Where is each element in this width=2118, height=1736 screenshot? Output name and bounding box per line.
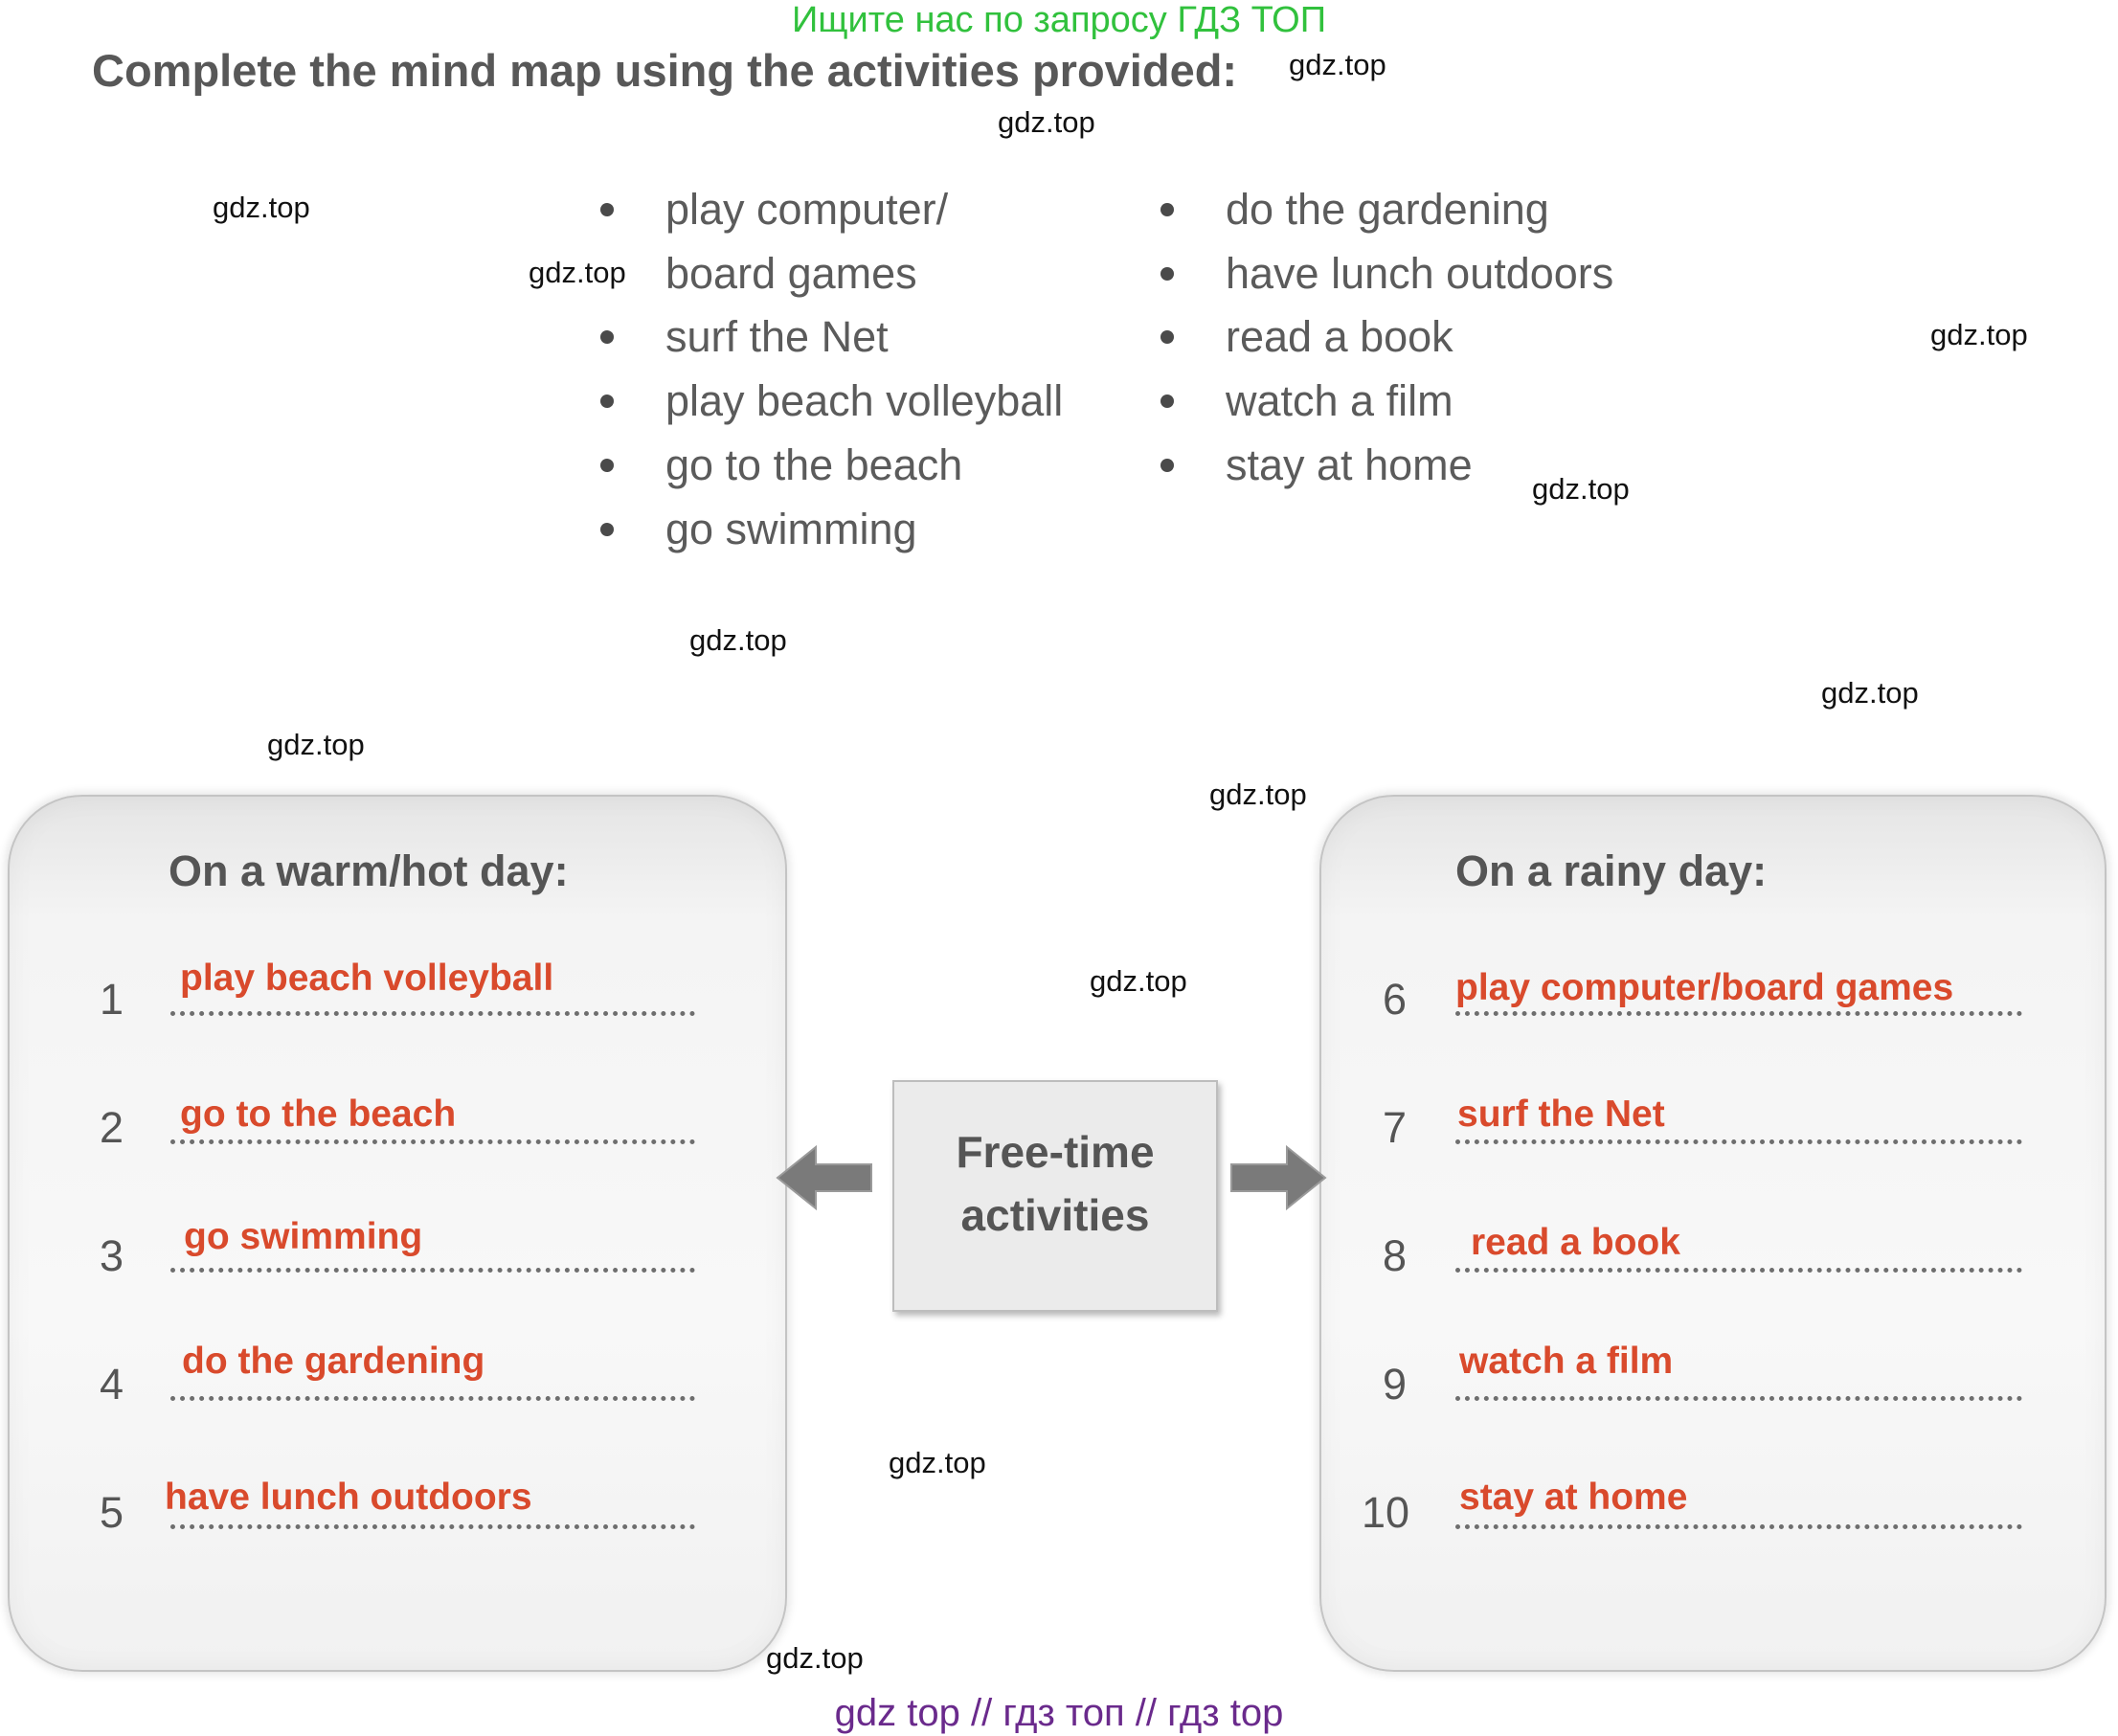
dotted-line <box>170 1268 695 1273</box>
activity-text: watch a film <box>1226 376 1453 426</box>
list-item: read a book <box>1160 305 1613 370</box>
activity-text: stay at home <box>1226 440 1473 489</box>
item-number: 3 <box>100 1231 124 1280</box>
item-number: 10 <box>1362 1488 1410 1537</box>
answer-text: do the gardening <box>182 1341 485 1382</box>
bullet-icon <box>1160 458 1174 472</box>
answer-text: surf the Net <box>1457 1093 1665 1135</box>
dotted-line <box>1455 1524 2022 1529</box>
left-arrow-icon <box>776 1144 872 1211</box>
item-number: 8 <box>1383 1231 1408 1280</box>
item-number: 7 <box>1383 1103 1408 1152</box>
watermark: gdz.top <box>1209 778 1307 811</box>
watermark: gdz.top <box>998 105 1095 139</box>
item-number: 1 <box>100 975 124 1024</box>
watermark: gdz.top <box>889 1446 986 1479</box>
activity-text: board games <box>665 248 917 298</box>
dotted-line <box>170 1524 695 1529</box>
bullet-icon <box>1160 266 1174 281</box>
watermark: gdz.top <box>1289 48 1386 81</box>
activity-text: go to the beach <box>665 440 963 489</box>
watermark: gdz.top <box>1821 676 1919 710</box>
watermark: gdz.top <box>1532 472 1630 506</box>
dotted-line <box>1455 1011 2022 1016</box>
activity-text: play computer/ <box>665 185 949 234</box>
bullet-icon <box>600 330 614 345</box>
activity-text: surf the Net <box>665 312 889 362</box>
watermark: gdz.top <box>213 191 310 224</box>
item-number: 6 <box>1383 975 1408 1024</box>
list-item: surf the Net <box>600 305 1063 370</box>
list-item: board games <box>600 242 1063 306</box>
watermark: gdz.top <box>766 1641 864 1675</box>
answer-text: play beach volleyball <box>180 958 554 999</box>
top-banner: Ищите нас по запросу ГДЗ ТОП <box>791 0 1327 40</box>
activity-text: do the gardening <box>1226 185 1549 234</box>
answer-text: go swimming <box>184 1216 423 1257</box>
bottom-banner: gdz top // гдз топ // гдз top <box>834 1692 1284 1734</box>
list-item: play beach volleyball <box>600 370 1063 434</box>
list-item: stay at home <box>1160 434 1613 498</box>
answer-text: stay at home <box>1459 1477 1688 1518</box>
activity-text: read a book <box>1226 312 1453 362</box>
answer-text: have lunch outdoors <box>165 1477 532 1518</box>
item-number: 5 <box>100 1488 124 1537</box>
dotted-line <box>1455 1268 2022 1273</box>
bullet-icon <box>600 458 614 472</box>
list-item: play computer/ <box>600 178 1063 242</box>
dotted-line <box>170 1139 695 1144</box>
answer-text: read a book <box>1471 1222 1680 1263</box>
item-number: 9 <box>1383 1360 1408 1409</box>
bullet-icon <box>1160 203 1174 216</box>
activity-text: have lunch outdoors <box>1226 248 1614 298</box>
dotted-line <box>1455 1139 2022 1144</box>
answer-text: watch a film <box>1459 1341 1674 1382</box>
item-number: 4 <box>100 1360 124 1409</box>
list-item: go to the beach <box>600 434 1063 498</box>
item-number: 2 <box>100 1103 124 1152</box>
box-title: On a rainy day: <box>1455 846 1768 895</box>
instruction-heading: Complete the mind map using the activiti… <box>92 45 1238 96</box>
bullet-icon <box>1160 330 1174 345</box>
list-item: go swimming <box>600 498 1063 562</box>
activities-list-left: play computer/ board games surf the Net … <box>600 178 1063 561</box>
watermark: gdz.top <box>1930 318 2028 351</box>
watermark: gdz.top <box>529 256 626 289</box>
watermark: gdz.top <box>267 728 365 761</box>
right-arrow-icon <box>1230 1144 1327 1211</box>
list-item: have lunch outdoors <box>1160 242 1613 306</box>
bullet-icon <box>600 522 614 536</box>
answer-text: play computer/board games <box>1455 967 1954 1008</box>
bullet-icon <box>600 203 614 216</box>
list-item: watch a film <box>1160 370 1613 434</box>
activity-text: play beach volleyball <box>665 376 1064 426</box>
bullet-icon <box>1160 395 1174 409</box>
watermark: gdz.top <box>1090 964 1187 998</box>
activities-list-right: do the gardening have lunch outdoors rea… <box>1160 178 1613 498</box>
dotted-line <box>170 1011 695 1016</box>
center-node-label: Free-time activities <box>956 1127 1155 1240</box>
watermark: gdz.top <box>689 623 787 657</box>
box-title: On a warm/hot day: <box>169 846 569 895</box>
activity-text: go swimming <box>665 504 917 553</box>
dotted-line <box>1455 1396 2022 1401</box>
answer-text: go to the beach <box>180 1093 457 1135</box>
dotted-line <box>170 1396 695 1401</box>
list-item: do the gardening <box>1160 178 1613 242</box>
bullet-icon <box>600 395 614 409</box>
center-node-box <box>892 1080 1218 1312</box>
warm-day-box: On a warm/hot day: 1 play beach volleyba… <box>8 795 787 1672</box>
rainy-day-box: On a rainy day: 6 play computer/board ga… <box>1319 795 2107 1672</box>
